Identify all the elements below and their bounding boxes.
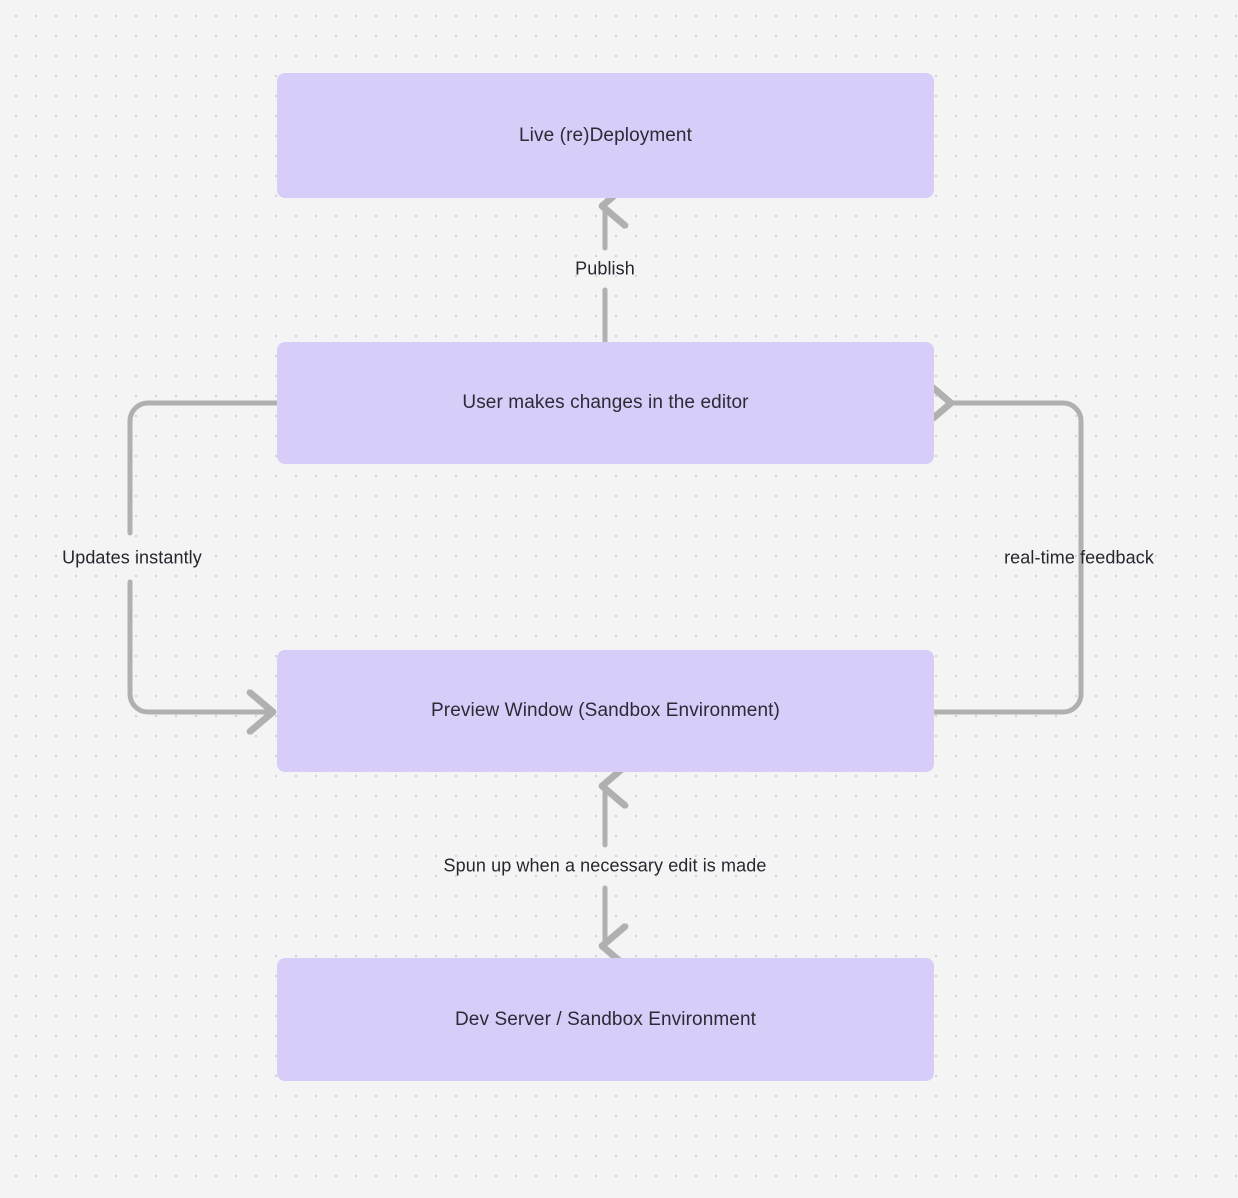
- edge-updates-instantly: [127, 400, 280, 712]
- node-label: Dev Server / Sandbox Environment: [454, 1008, 756, 1030]
- edge-label-spun-up: Spun up when a necessary edit is made: [443, 855, 767, 876]
- node-user-edits[interactable]: User makes changes in the editor: [277, 342, 934, 464]
- node-dev-server[interactable]: Dev Server / Sandbox Environment: [277, 958, 934, 1081]
- canvas-bottom-strip: [0, 1181, 1238, 1198]
- edge-label-publish: Publish: [575, 258, 635, 279]
- node-preview-window[interactable]: Preview Window (Sandbox Environment): [277, 650, 934, 772]
- node-label: User makes changes in the editor: [462, 392, 749, 413]
- edge-label-real-time-feedback: real-time feedback: [1004, 547, 1154, 568]
- node-live-deployment[interactable]: Live (re)Deployment: [277, 73, 934, 198]
- node-label: Live (re)Deployment: [519, 124, 692, 146]
- node-label: Preview Window (Sandbox Environment): [431, 700, 780, 721]
- edge-label-updates-instantly: Updates instantly: [62, 547, 202, 568]
- edge-real-time-feedback: [934, 403, 1084, 715]
